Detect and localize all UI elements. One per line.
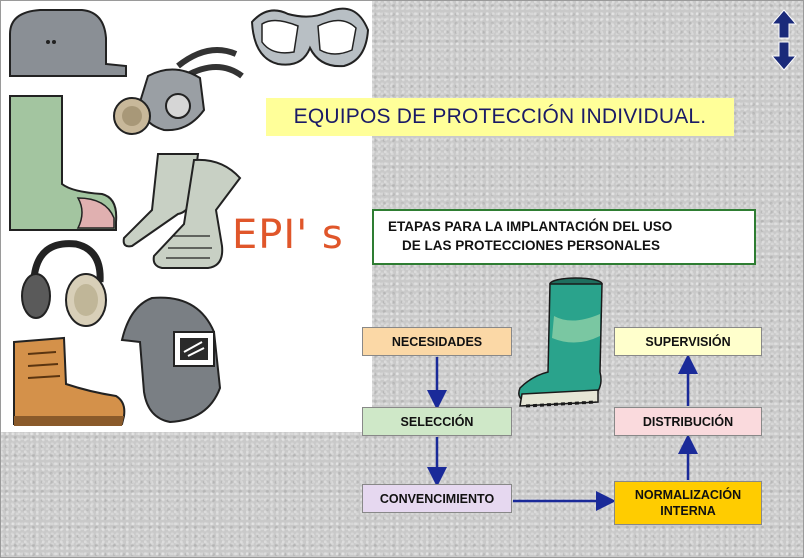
flow-step-distribucion: DISTRIBUCIÓN <box>614 407 762 436</box>
flow-step-normalizacion: NORMALIZACIÓN INTERNA <box>614 481 762 525</box>
welding-mask-icon <box>120 296 222 424</box>
respirator-icon <box>113 47 244 135</box>
green-boot-icon <box>518 277 603 408</box>
epis-logo: EPI' s <box>232 212 344 258</box>
helmet-icon <box>9 9 127 77</box>
flow-step-convencimiento: CONVENCIMIENTO <box>362 484 512 513</box>
gloves-icon <box>122 153 242 269</box>
work-boot-icon <box>13 336 126 426</box>
flow-step-necesidades: NECESIDADES <box>362 327 512 356</box>
stages-heading-box: ETAPAS PARA LA IMPLANTACIÓN DEL USO DE L… <box>372 209 756 265</box>
flow-step-supervision: SUPERVISIÓN <box>614 327 762 356</box>
ear-muffs-icon <box>21 240 107 327</box>
stages-heading-line-2: DE LAS PROTECCIONES PERSONALES <box>402 238 661 253</box>
boot-icon <box>9 95 118 231</box>
stages-heading-line-1: ETAPAS PARA LA IMPLANTACIÓN DEL USO <box>388 219 673 234</box>
arrow-up-icon[interactable] <box>770 8 798 40</box>
flow-step-seleccion: SELECCIÓN <box>362 407 512 436</box>
page-title: EQUIPOS DE PROTECCIÓN INDIVIDUAL. <box>266 98 734 136</box>
arrow-down-icon[interactable] <box>770 40 798 72</box>
goggles-icon <box>250 7 370 68</box>
